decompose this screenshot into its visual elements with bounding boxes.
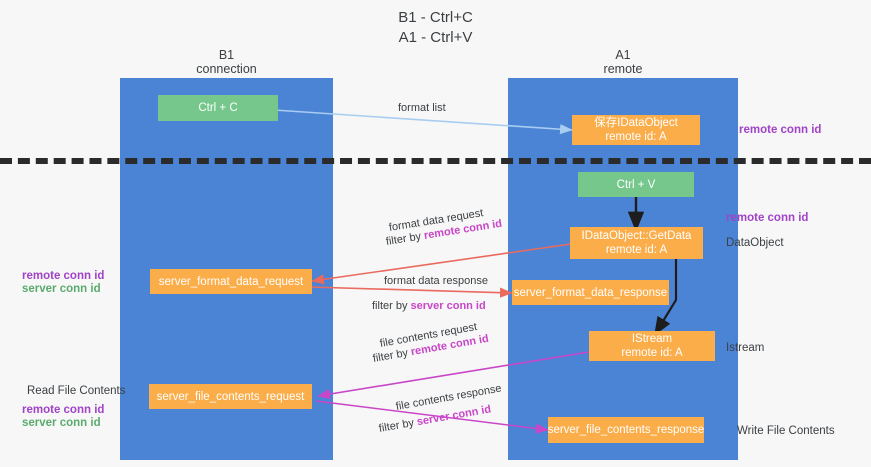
- annotation-left-remote-conn-id-mid: remote conn id: [22, 270, 105, 282]
- connector-format-list: [273, 109, 573, 135]
- filter-prefix-2: filter by: [372, 300, 411, 312]
- node-server-file-contents-request[interactable]: server_file_contents_request: [149, 384, 312, 409]
- edge-label-format-data-response: format data response: [384, 275, 488, 287]
- node-idataobject-saved[interactable]: 保存IDataObject remote id: A: [572, 115, 700, 145]
- page-title: B1 - Ctrl+C A1 - Ctrl+V: [0, 8, 871, 48]
- node-istream-line1: IStream: [631, 333, 673, 345]
- title-line-1: B1 - Ctrl+C: [398, 9, 473, 26]
- lane-b1-name: B1: [218, 48, 235, 62]
- node-server-format-data-request[interactable]: server_format_data_request: [150, 269, 312, 294]
- node-idataobject-getdata-line2: remote id: A: [605, 244, 668, 256]
- annotation-data-object: DataObject: [726, 237, 784, 249]
- annotation-istream: Istream: [726, 342, 765, 354]
- connector-getdata-istream: [654, 259, 678, 336]
- node-server-file-contents-request-label: server_file_contents_request: [156, 390, 305, 403]
- node-server-format-data-response[interactable]: server_format_data_response: [512, 280, 669, 305]
- annotation-write-file-contents: Write File Contents: [737, 425, 835, 437]
- annotation-left-server-conn-id-mid: server conn id: [22, 283, 101, 295]
- lane-header-a1: A1 remote: [508, 48, 738, 76]
- edge-label-format-list: format list: [398, 102, 446, 114]
- node-idataobject-saved-line2: remote id: A: [605, 131, 667, 143]
- annotation-remote-conn-id-mid: remote conn id: [726, 212, 809, 224]
- node-istream[interactable]: IStream remote id: A: [589, 331, 715, 361]
- annotation-left-server-conn-id-bottom: server conn id: [22, 417, 101, 429]
- lane-a1-name: A1: [615, 48, 631, 62]
- node-idataobject-saved-line1: 保存IDataObject: [594, 117, 678, 129]
- annotation-read-file-contents: Read File Contents: [27, 385, 126, 397]
- title-line-2: A1 - Ctrl+V: [398, 29, 473, 46]
- edge-label-format-data-response-filter: filter by server conn id: [372, 299, 486, 313]
- node-ctrl-c-label: Ctrl + C: [198, 102, 238, 114]
- lane-header-b1: B1 connection: [120, 48, 333, 76]
- annotation-remote-conn-id-top: remote conn id: [739, 124, 822, 136]
- node-server-format-data-response-label: server_format_data_response: [513, 286, 668, 299]
- node-ctrl-c[interactable]: Ctrl + C: [158, 95, 278, 121]
- section-divider: [0, 158, 871, 164]
- connector-format-data-response: [309, 286, 513, 298]
- lane-a1-sub: remote: [603, 62, 643, 76]
- node-istream-line2: remote id: A: [621, 347, 683, 359]
- annotation-left-remote-conn-id-bottom: remote conn id: [22, 404, 105, 416]
- node-server-format-data-request-label: server_format_data_request: [158, 275, 304, 288]
- node-server-file-contents-response-label: server_file_contents_response: [547, 424, 705, 436]
- connector-format-data-request: [311, 243, 572, 285]
- node-idataobject-getdata[interactable]: IDataObject::GetData remote id: A: [570, 227, 703, 259]
- filter-key-server-conn-id-1: server conn id: [410, 300, 486, 312]
- node-server-file-contents-response[interactable]: server_file_contents_response: [548, 417, 704, 443]
- connector-file-contents-request: [317, 351, 590, 400]
- lane-b1-sub: connection: [196, 62, 257, 76]
- node-ctrl-v[interactable]: Ctrl + V: [578, 172, 694, 197]
- connector-file-contents-response: [315, 400, 549, 434]
- node-ctrl-v-label: Ctrl + V: [616, 178, 656, 191]
- node-idataobject-getdata-line1: IDataObject::GetData: [581, 230, 692, 242]
